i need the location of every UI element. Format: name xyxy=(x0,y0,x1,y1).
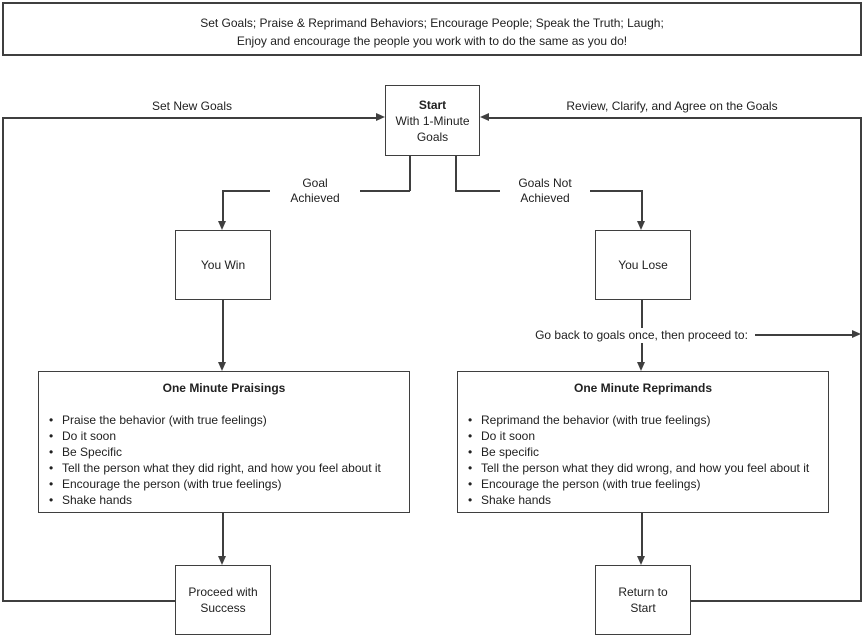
node-one-minute-praisings: One Minute Praisings Praise the behavior… xyxy=(38,371,410,513)
edge-label-goals-not-achieved: Goals Not Achieved xyxy=(500,176,590,206)
praisings-title: One Minute Praisings xyxy=(162,381,286,395)
praisings-bullet: Shake hands xyxy=(49,492,401,508)
left-loop-bottom-line xyxy=(2,600,176,602)
praisings-bullet: Praise the behavior (with true feelings) xyxy=(49,412,401,428)
node-start: Start With 1-Minute Goals xyxy=(385,85,480,156)
start-branch-right-drop xyxy=(455,155,457,191)
node-you-win-label: You Win xyxy=(200,258,246,272)
arrowhead-into-praisings-icon xyxy=(218,362,226,371)
arrowhead-into-you-lose-icon xyxy=(637,221,645,230)
reprimands-bullet: Reprimand the behavior (with true feelin… xyxy=(468,412,820,428)
edge-label-goal-achieved-line2: Achieved xyxy=(290,191,340,205)
reprimands-bullet: Do it soon xyxy=(468,428,820,444)
edge-label-review-goals: Review, Clarify, and Agree on the Goals xyxy=(566,99,778,113)
win-to-praisings-line xyxy=(222,300,224,363)
edge-label-goals-not-achieved-line1: Goals Not xyxy=(518,176,572,190)
node-return-to-start: Return to Start xyxy=(595,565,691,635)
node-you-lose: You Lose xyxy=(595,230,691,300)
node-proceed-line1: Proceed with xyxy=(188,585,258,599)
node-start-subtitle: With 1-Minute Goals xyxy=(395,113,470,144)
node-you-win: You Win xyxy=(175,230,271,300)
arrowhead-into-return-icon xyxy=(637,556,645,565)
motto-line-1: Set Goals; Praise & Reprimand Behaviors;… xyxy=(200,16,664,30)
node-return-line1: Return to xyxy=(618,585,668,599)
arrowhead-into-start-left-icon xyxy=(376,113,385,121)
node-one-minute-reprimands: One Minute Reprimands Reprimand the beha… xyxy=(457,371,829,513)
reprimands-bullet: Be specific xyxy=(468,444,820,460)
reprimands-bullet: Encourage the person (with true feelings… xyxy=(468,476,820,492)
branch-right-drop-line xyxy=(641,190,643,222)
left-loop-vertical-line xyxy=(2,117,4,602)
edge-set-new-goals-line xyxy=(2,117,377,119)
start-branch-left-drop xyxy=(409,155,411,191)
edge-label-goals-not-achieved-line2: Achieved xyxy=(520,191,570,205)
praisings-bullet: Be Specific xyxy=(49,444,401,460)
reprimands-bullet: Tell the person what they did wrong, and… xyxy=(468,460,820,476)
reprimands-to-return-line xyxy=(641,513,643,557)
praisings-to-proceed-line xyxy=(222,513,224,557)
node-you-lose-label: You Lose xyxy=(618,258,668,272)
reprimands-title: One Minute Reprimands xyxy=(573,381,713,395)
edge-label-go-back: Go back to goals once, then proceed to: xyxy=(528,328,755,343)
edge-label-goal-achieved-line1: Goal xyxy=(302,176,328,190)
edge-label-goal-achieved: Goal Achieved xyxy=(270,176,360,206)
edge-label-set-new-goals: Set New Goals xyxy=(151,99,233,113)
motto-banner: Set Goals; Praise & Reprimand Behaviors;… xyxy=(2,2,862,56)
praisings-bullet: Do it soon xyxy=(49,428,401,444)
node-proceed-line2: Success xyxy=(200,601,246,615)
edge-review-goals-line xyxy=(489,117,862,119)
arrowhead-into-proceed-icon xyxy=(218,556,226,565)
motto-line-2: Enjoy and encourage the people you work … xyxy=(236,34,628,48)
arrowhead-into-reprimands-icon xyxy=(637,362,645,371)
reprimands-bullet-list: Reprimand the behavior (with true feelin… xyxy=(466,412,820,508)
branch-left-drop-line xyxy=(222,190,224,222)
node-proceed-with-success: Proceed with Success xyxy=(175,565,271,635)
praisings-bullet: Encourage the person (with true feelings… xyxy=(49,476,401,492)
arrowhead-into-you-win-icon xyxy=(218,221,226,230)
reprimands-bullet: Shake hands xyxy=(468,492,820,508)
arrowhead-go-back-icon xyxy=(852,330,861,338)
go-back-connector-line xyxy=(755,334,852,336)
right-loop-bottom-line xyxy=(691,600,861,602)
praisings-bullet-list: Praise the behavior (with true feelings)… xyxy=(47,412,401,508)
praisings-bullet: Tell the person what they did right, and… xyxy=(49,460,401,476)
right-loop-vertical-line xyxy=(860,117,862,602)
arrowhead-into-start-right-icon xyxy=(480,113,489,121)
node-return-line2: Start xyxy=(630,601,656,615)
node-start-title: Start xyxy=(418,97,447,112)
